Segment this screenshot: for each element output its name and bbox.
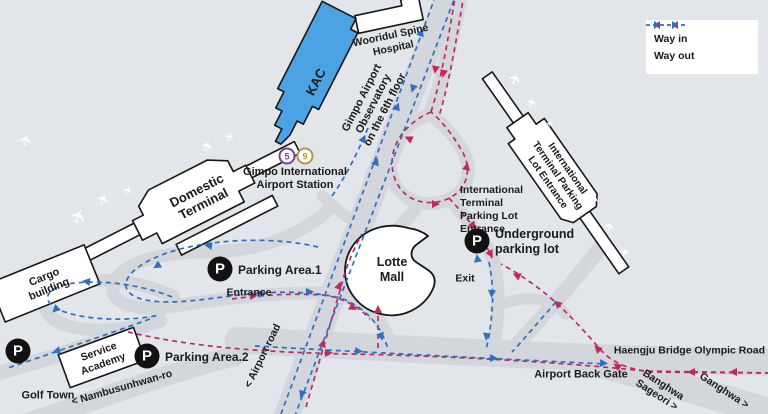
airplane-icons: ✈ ✈ ✈ ✈ ✈ ✈ ✈ ✈ ✈ ✈ ✈ ✈ [16,69,633,259]
airplane-icon: ✈ [602,219,620,234]
cargo-building [0,244,101,323]
legend: Way in Way out [646,20,758,74]
international-terminal-building [481,71,630,275]
airplane-icon: ✈ [16,131,38,149]
parking-area2-icon: P [134,343,160,369]
airport-back-gate-label: Airport Back Gate [534,368,628,381]
parking-area1-label: Parking Area.1 [238,263,322,277]
exit-label: Exit [455,272,475,285]
airplane-icon: ✈ [524,95,542,110]
airplane-icon: ✈ [66,205,92,227]
kac-building [273,0,359,145]
road-nambusunhwan [22,346,245,414]
airplane-icon: ✈ [543,118,558,131]
underground-parking-icon: P [464,228,490,254]
airplane-icon: ✈ [618,246,633,259]
legend-way-in: Way in [646,21,758,45]
legend-way-out-label: Way out [654,49,695,62]
legend-way-out: Way out [646,21,758,62]
haengju-road-label: Haengju Bridge Olympic Road > [613,344,768,357]
airplane-icon: ✈ [222,130,238,144]
airplane-icon: ✈ [93,190,114,208]
domestic-terminal-building [81,140,301,262]
subway-line9-badge: 9 [296,147,314,165]
service-academy-building [57,326,147,389]
airplane-icon: ✈ [120,184,137,198]
golf-town-label: Golf Town [21,389,75,402]
way-out-routes [7,0,607,414]
airplane-icon: ✈ [199,138,218,154]
buildings [0,0,630,389]
lotte-mall-building [344,224,436,317]
legend-way-in-label: Way in [654,32,688,45]
road-ramp [489,293,572,320]
parking-area1-icon: P [207,256,233,282]
hospital-building [354,0,425,35]
airplane-icon: ✈ [582,188,604,207]
airplane-icon: ✈ [504,69,526,88]
subway-line5-badge: 5 [278,147,296,165]
cargo-parking-icon: P [5,338,31,364]
way-out-arrow-icon [646,21,686,29]
road-loop [383,106,475,211]
road-back-gate [224,326,768,376]
road-top-branch [422,0,468,122]
parking-area2-label: Parking Area.2 [165,350,249,364]
entrance-label: Entrance [226,286,272,299]
